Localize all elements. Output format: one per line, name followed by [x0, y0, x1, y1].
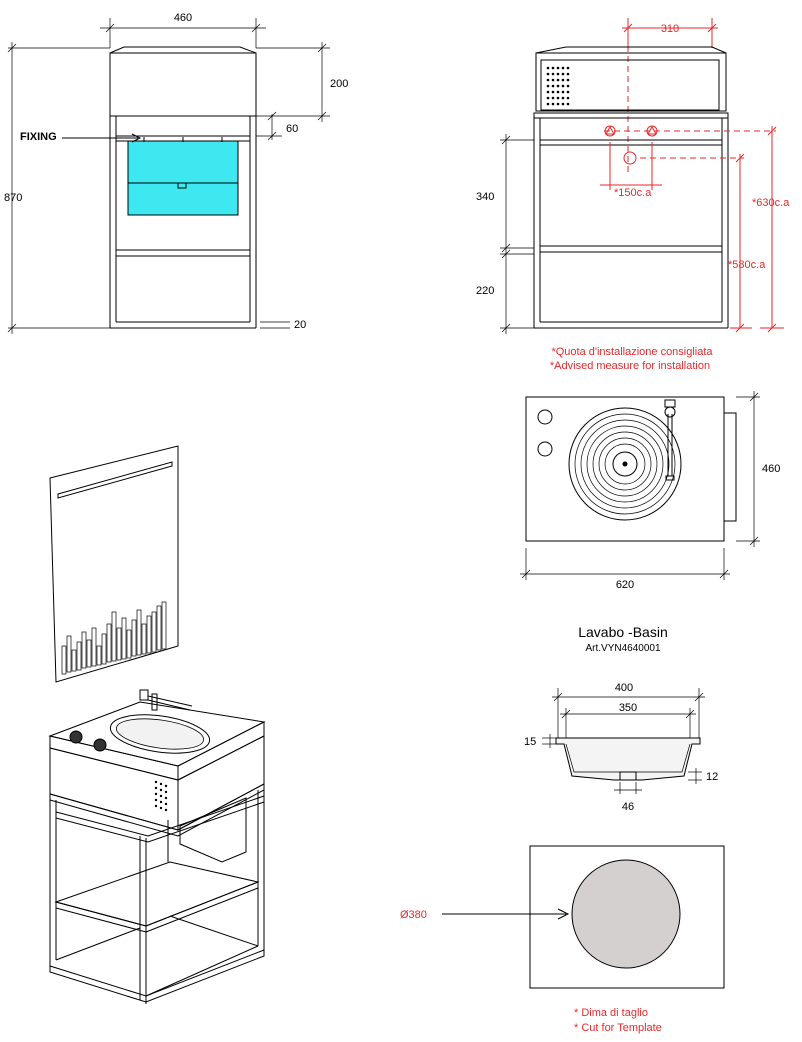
knob-icon [93, 738, 107, 752]
basin-section: Lavabo -Basin Art.VYN4640001 400 350 15 … [524, 624, 718, 813]
basin-profile [555, 737, 701, 781]
plan-depth-label: 460 [762, 463, 780, 475]
front-width-label: 460 [174, 12, 192, 24]
basin-drain-label: 46 [622, 801, 634, 813]
turntable-basin-icon [568, 399, 682, 521]
template-note-it: * Dima di taglio [574, 1007, 648, 1019]
install-note-en: *Advised measure for installation [550, 360, 710, 372]
install-note-it: *Quota d'installazione consigliata [551, 346, 713, 358]
fixing-height-label: 60 [286, 123, 298, 135]
knob-icon [69, 730, 83, 744]
basin-outer-width-label: 400 [615, 682, 633, 694]
knob-icon [537, 409, 553, 425]
base-thickness-label: 20 [294, 319, 306, 331]
template-diameter-label: Ø380 [400, 909, 427, 921]
basin-inner-width-label: 350 [619, 702, 637, 714]
basin-rim-label: 15 [524, 736, 536, 748]
speaker-grille [546, 66, 570, 106]
cut-template: Ø380 * Dima di taglio * Cut for Template [400, 845, 725, 1034]
note-580-label: *580c.a [728, 259, 766, 271]
basin-code: Art.VYN4640001 [585, 643, 660, 654]
drawer-box [127, 140, 239, 216]
template-note-en: * Cut for Template [574, 1022, 662, 1034]
front-height-label: 870 [4, 192, 22, 204]
cut-circle [571, 859, 681, 969]
front-view: 460 FIXING 870 [4, 12, 348, 334]
fixing-label: FIXING [20, 131, 57, 143]
side-view: 310 [476, 18, 790, 372]
side-width-label: 310 [661, 23, 679, 35]
knob-icon [537, 441, 553, 457]
note-150-label: *150c.a [614, 187, 652, 199]
basin-title: Lavabo -Basin [578, 624, 668, 640]
plan-view: 460 620 [520, 391, 780, 591]
mirror [49, 445, 179, 683]
note-630-label: *630c.a [752, 197, 790, 209]
plan-width-label: 620 [616, 579, 634, 591]
basin-bottom-label: 12 [706, 771, 718, 783]
height-340-label: 340 [476, 191, 494, 203]
perspective-illustration [48, 445, 266, 1004]
faucet-icon [139, 689, 193, 711]
front-top-height-label: 200 [330, 78, 348, 90]
height-220-label: 220 [476, 285, 494, 297]
speaker-grille [154, 780, 168, 812]
